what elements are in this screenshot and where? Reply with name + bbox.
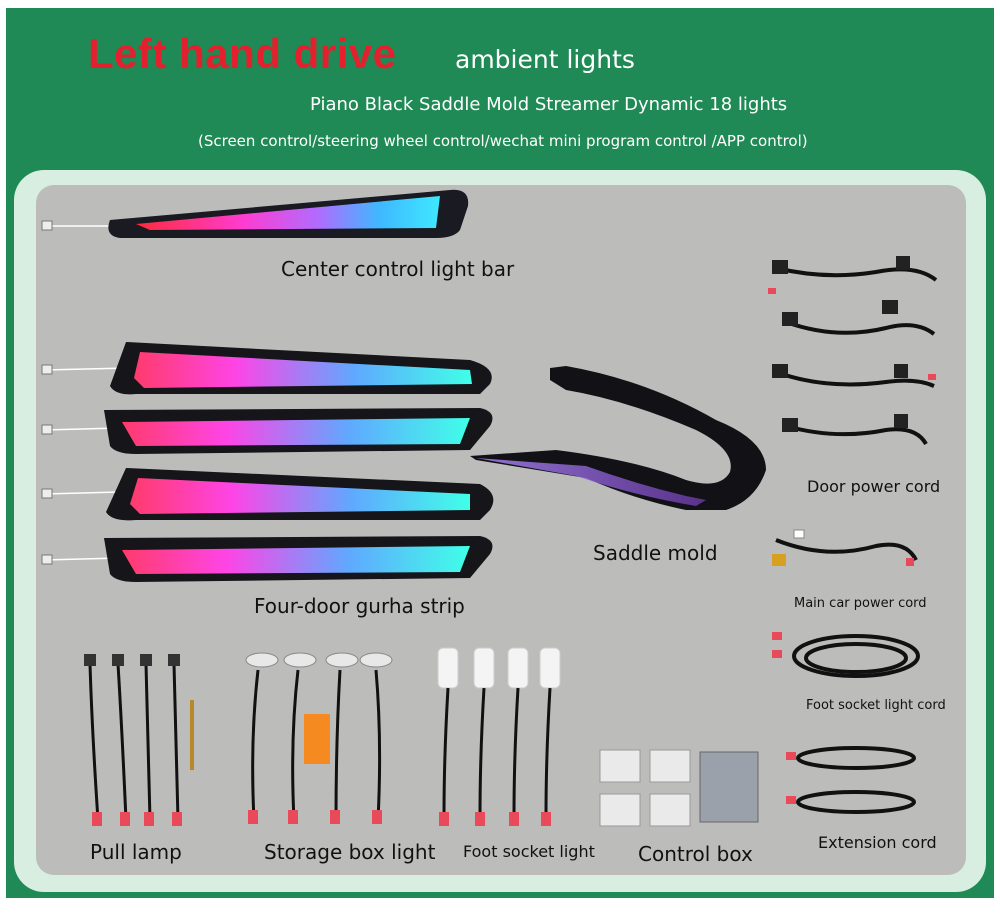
foot-socket-lights [437, 647, 561, 826]
door-strip-3 [41, 468, 494, 521]
label-foot-socket-cord: Foot socket light cord [806, 698, 946, 713]
control-methods: (Screen control/steering wheel control/w… [198, 132, 808, 150]
label-extension-cord: Extension cord [818, 833, 937, 852]
label-door-power: Door power cord [807, 477, 941, 496]
extension-cords [786, 746, 916, 814]
label-four-door: Four-door gurha strip [254, 594, 465, 618]
label-storage-box: Storage box light [264, 840, 436, 864]
label-saddle-mold: Saddle mold [593, 541, 718, 565]
door-strip-1 [41, 342, 492, 395]
door-strip-4 [41, 536, 493, 582]
door-power-cords [768, 256, 938, 446]
label-foot-socket-light: Foot socket light [463, 842, 595, 861]
title-ambient-lights: ambient lights [455, 45, 635, 74]
saddle-mold [470, 366, 766, 510]
storage-box-lights [245, 652, 393, 824]
main-power-cord [772, 529, 918, 566]
door-strip-2 [41, 408, 493, 454]
pull-lamps [84, 654, 194, 826]
title-left-hand-drive: Left hand drive [88, 30, 397, 77]
control-box [599, 749, 759, 827]
label-center-bar: Center control light bar [281, 257, 515, 281]
product-subtitle: Piano Black Saddle Mold Streamer Dynamic… [310, 94, 788, 115]
label-pull-lamp: Pull lamp [90, 840, 182, 864]
label-control-box: Control box [638, 842, 753, 866]
label-main-power: Main car power cord [794, 596, 927, 611]
center-light-bar [41, 189, 469, 238]
foot-socket-cord [772, 632, 920, 678]
